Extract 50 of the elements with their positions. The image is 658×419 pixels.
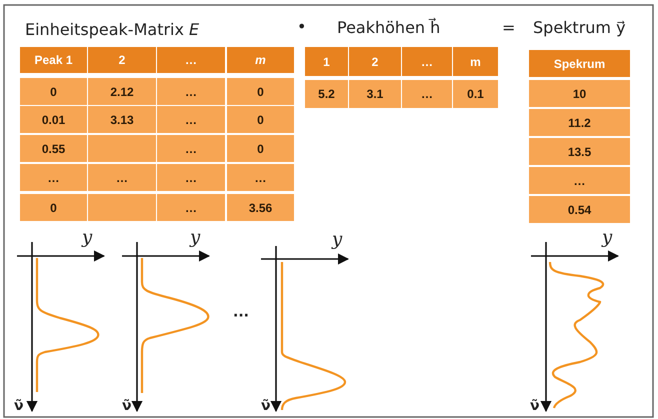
header-cell: m	[227, 47, 294, 73]
table-cell: 0	[227, 106, 294, 133]
table-cell: …	[157, 135, 225, 162]
header-cell: …	[402, 47, 452, 76]
table-cell: …	[227, 164, 294, 191]
header-cell: Spekrum	[529, 50, 630, 77]
table-cell: …	[157, 78, 225, 105]
table-cell: 11.2	[529, 109, 630, 136]
table-cell: …	[157, 106, 225, 133]
header-cell: Peak 1	[20, 47, 87, 73]
table-cell: 0.54	[529, 196, 630, 223]
header-cell: 1	[305, 47, 348, 76]
table-cell: 0.55	[20, 135, 87, 162]
table-cell: …	[157, 164, 225, 191]
table-cell: …	[157, 194, 225, 221]
table-cell: 2.12	[88, 78, 156, 105]
header-cell: …	[157, 47, 225, 73]
header-cell: 2	[349, 47, 401, 76]
table-cell: …	[88, 164, 156, 191]
table-cell: 10	[529, 80, 630, 107]
table-cell: 3.1	[349, 80, 401, 108]
axis-label: y	[602, 228, 612, 248]
table-cell: 0	[20, 78, 87, 105]
multiplication-dot: •	[297, 17, 306, 37]
axis-label: y	[190, 228, 200, 248]
axis-label: y	[332, 230, 342, 250]
axis-label: ν̃	[261, 398, 271, 414]
equals-sign: =	[502, 18, 516, 38]
table-cell: …	[529, 167, 630, 194]
axis-label: ν̃	[530, 398, 540, 414]
table-cell: 0	[227, 135, 294, 162]
table-cell: 3.56	[227, 194, 294, 221]
table-cell: 0	[20, 194, 87, 221]
table-cell: 5.2	[305, 80, 348, 108]
axis-label: ν̃	[14, 398, 24, 414]
heading: Peakhöhen h⃗	[337, 18, 440, 38]
axis-label: ν̃	[122, 398, 132, 414]
table-cell: …	[20, 164, 87, 191]
table-cell: 0.1	[453, 80, 498, 108]
axis-label: y	[82, 228, 92, 248]
table-cell: 0	[227, 78, 294, 105]
table-cell: …	[402, 80, 452, 108]
heading: Einheitspeak-Matrix E	[25, 20, 200, 40]
table-cell: 3.13	[88, 106, 156, 133]
table-cell: 13.5	[529, 138, 630, 165]
table-cell: 0.01	[20, 106, 87, 133]
ellipsis: ···	[233, 308, 249, 324]
header-cell: m	[453, 47, 498, 76]
heading: Spektrum y⃗	[533, 18, 626, 38]
header-cell: 2	[88, 47, 156, 73]
